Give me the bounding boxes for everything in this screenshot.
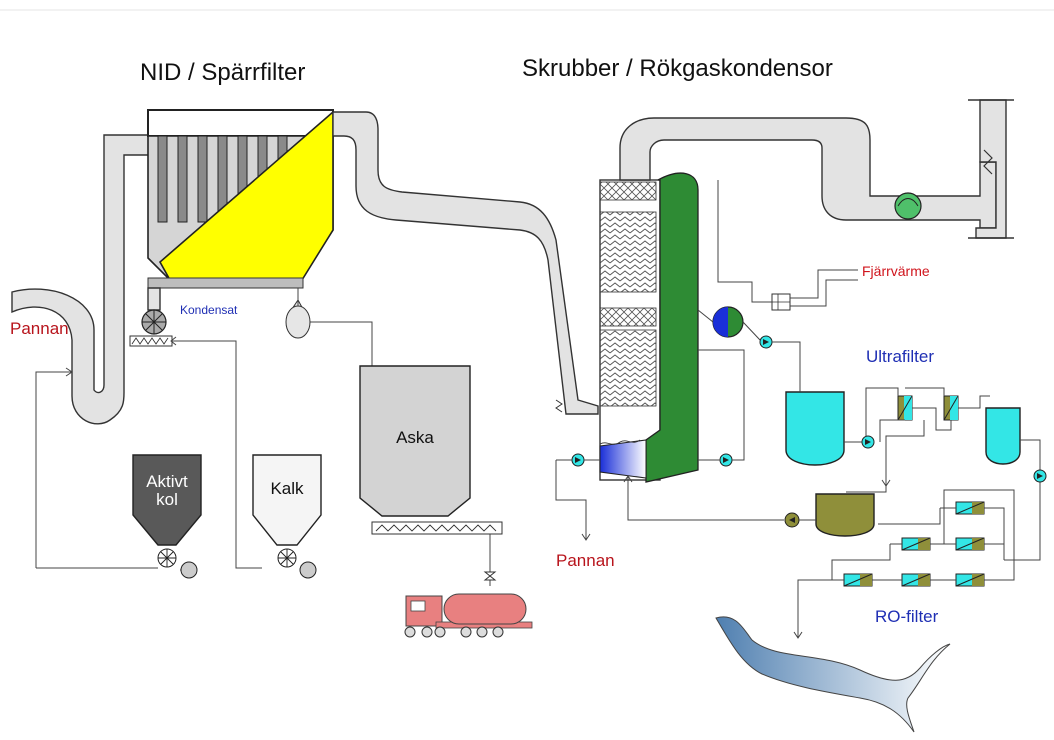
- condensate-return-line: [627, 476, 784, 521]
- kondensat-line: [172, 340, 262, 569]
- recirc-line: [35, 371, 72, 568]
- ro-filter-label: RO-filter: [875, 607, 939, 626]
- pannan-left-label: Pannan: [10, 319, 69, 338]
- uf-module-2: [943, 395, 959, 421]
- fjarrvarme-label: Fjärrvärme: [862, 263, 930, 279]
- aska-silo: [359, 365, 471, 517]
- filter-bottom-hopper: [147, 277, 304, 289]
- kol-label: kol: [156, 490, 178, 509]
- condensor-hx: [599, 439, 647, 479]
- condensate-tank: [815, 493, 875, 537]
- ash-conveyor: [371, 521, 503, 535]
- ash-truck: [404, 593, 533, 638]
- pannan-bottom-label: Pannan: [556, 551, 615, 570]
- aktivt-label: Aktivt: [146, 472, 188, 491]
- filter-top-header: [147, 109, 334, 137]
- ro-piping: [797, 489, 1015, 638]
- uf-pump-1: [861, 435, 875, 449]
- district-heat-lines: [717, 180, 858, 380]
- river: [715, 616, 951, 733]
- ro-modules: [843, 501, 985, 587]
- ro-module-2: [901, 537, 931, 551]
- stack: [975, 99, 1007, 239]
- kalk-pump: [299, 561, 317, 579]
- ro-module-5: [901, 573, 931, 587]
- circulation-pump-3: [719, 453, 733, 467]
- uf-tank-2: [985, 407, 1021, 465]
- inlet-duct: [11, 134, 151, 425]
- ultrafilter-label: Ultrafilter: [866, 347, 934, 366]
- ro-module-4: [843, 573, 873, 587]
- uf-piping: [799, 380, 1041, 561]
- pannan-return-line: [555, 460, 587, 540]
- kalk-silo: [252, 454, 322, 546]
- scrubber-green-section: [645, 172, 699, 483]
- aska-label: Aska: [396, 428, 434, 447]
- circulation-pump-2: [571, 453, 585, 467]
- exhaust-fan: [894, 192, 922, 220]
- scrubber-packing-2: [599, 329, 657, 407]
- scrubber-title: Skrubber / Rökgaskondensor: [522, 55, 833, 82]
- aktivt-kol-silo: [132, 454, 202, 546]
- kondensat-label: Kondensat: [180, 303, 238, 317]
- kalk-feeder: [277, 548, 297, 568]
- scrubber-hatch-top: [599, 181, 657, 201]
- uf-tank-1: [785, 391, 845, 466]
- ro-module-1: [955, 501, 985, 515]
- kalk-label: Kalk: [270, 479, 304, 498]
- ash-valve: [483, 571, 497, 581]
- aktivt-kol-feeder: [157, 548, 177, 568]
- uf-module-1: [897, 395, 913, 421]
- uf-pump-2: [1033, 469, 1047, 483]
- circulation-pump-1: [759, 335, 773, 349]
- condensate-pump: [784, 512, 800, 528]
- scrubber-packing-1: [599, 211, 657, 293]
- filter-outlet-duct: [147, 287, 161, 311]
- aktivt-kol-pump: [180, 561, 198, 579]
- rotary-feeder: [141, 309, 167, 335]
- ash-transport-line: [310, 321, 373, 366]
- scrubber-hatch-mid: [599, 307, 657, 327]
- ro-module-6: [955, 573, 985, 587]
- connecting-duct: [332, 111, 599, 415]
- nid-title: NID / Spärrfilter: [140, 59, 305, 86]
- ro-module-3: [955, 537, 985, 551]
